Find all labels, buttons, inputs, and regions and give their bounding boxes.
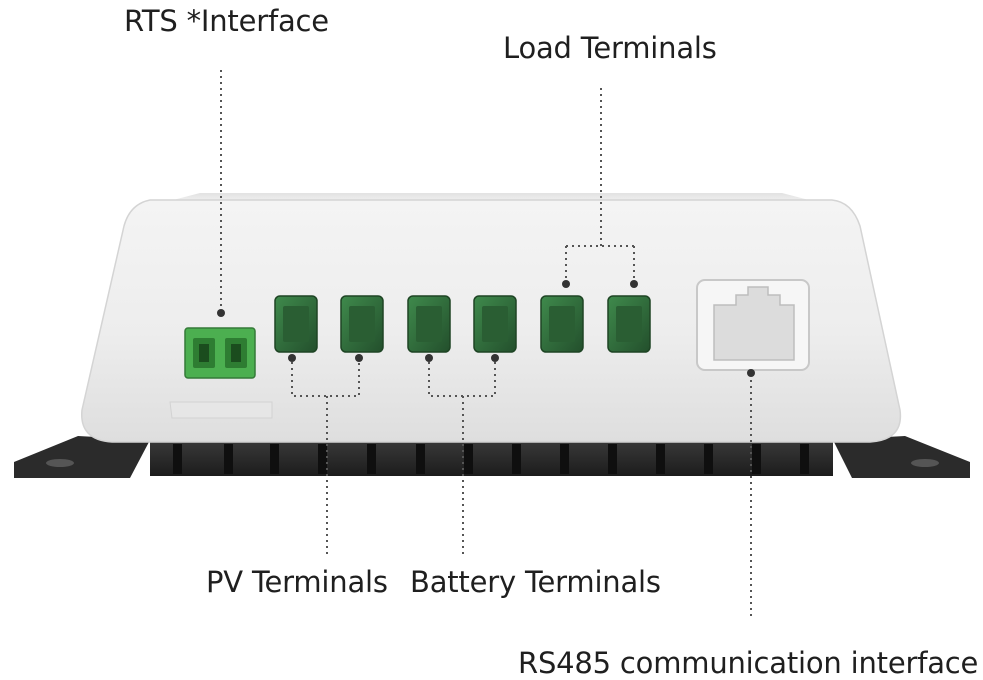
- housing-lower-ledge: [169, 401, 273, 419]
- right-mounting-flange: [833, 436, 970, 478]
- battery-leader: [428, 362, 496, 555]
- battery-terminals-label: Battery Terminals: [410, 565, 661, 599]
- rts-connector: [184, 327, 256, 379]
- pv-terminals-label: PV Terminals: [206, 565, 388, 599]
- pv-leader: [291, 362, 360, 555]
- rs485-port: [696, 279, 810, 371]
- load-terminals-label: Load Terminals: [503, 31, 717, 65]
- leader-dots: [217, 280, 755, 377]
- screw-terminals: [274, 295, 651, 353]
- load-leader: [565, 88, 635, 280]
- leader-lines: [220, 70, 752, 620]
- rts-interface-label: RTS *Interface: [124, 4, 329, 38]
- rs485-interface-label: RS485 communication interface: [518, 646, 979, 680]
- heatsink: [14, 436, 970, 478]
- left-mounting-hole: [46, 459, 74, 467]
- right-mounting-hole: [911, 459, 939, 467]
- heatsink-body: [150, 440, 833, 476]
- heatsink-fins: [173, 444, 809, 474]
- left-mounting-flange: [14, 436, 150, 478]
